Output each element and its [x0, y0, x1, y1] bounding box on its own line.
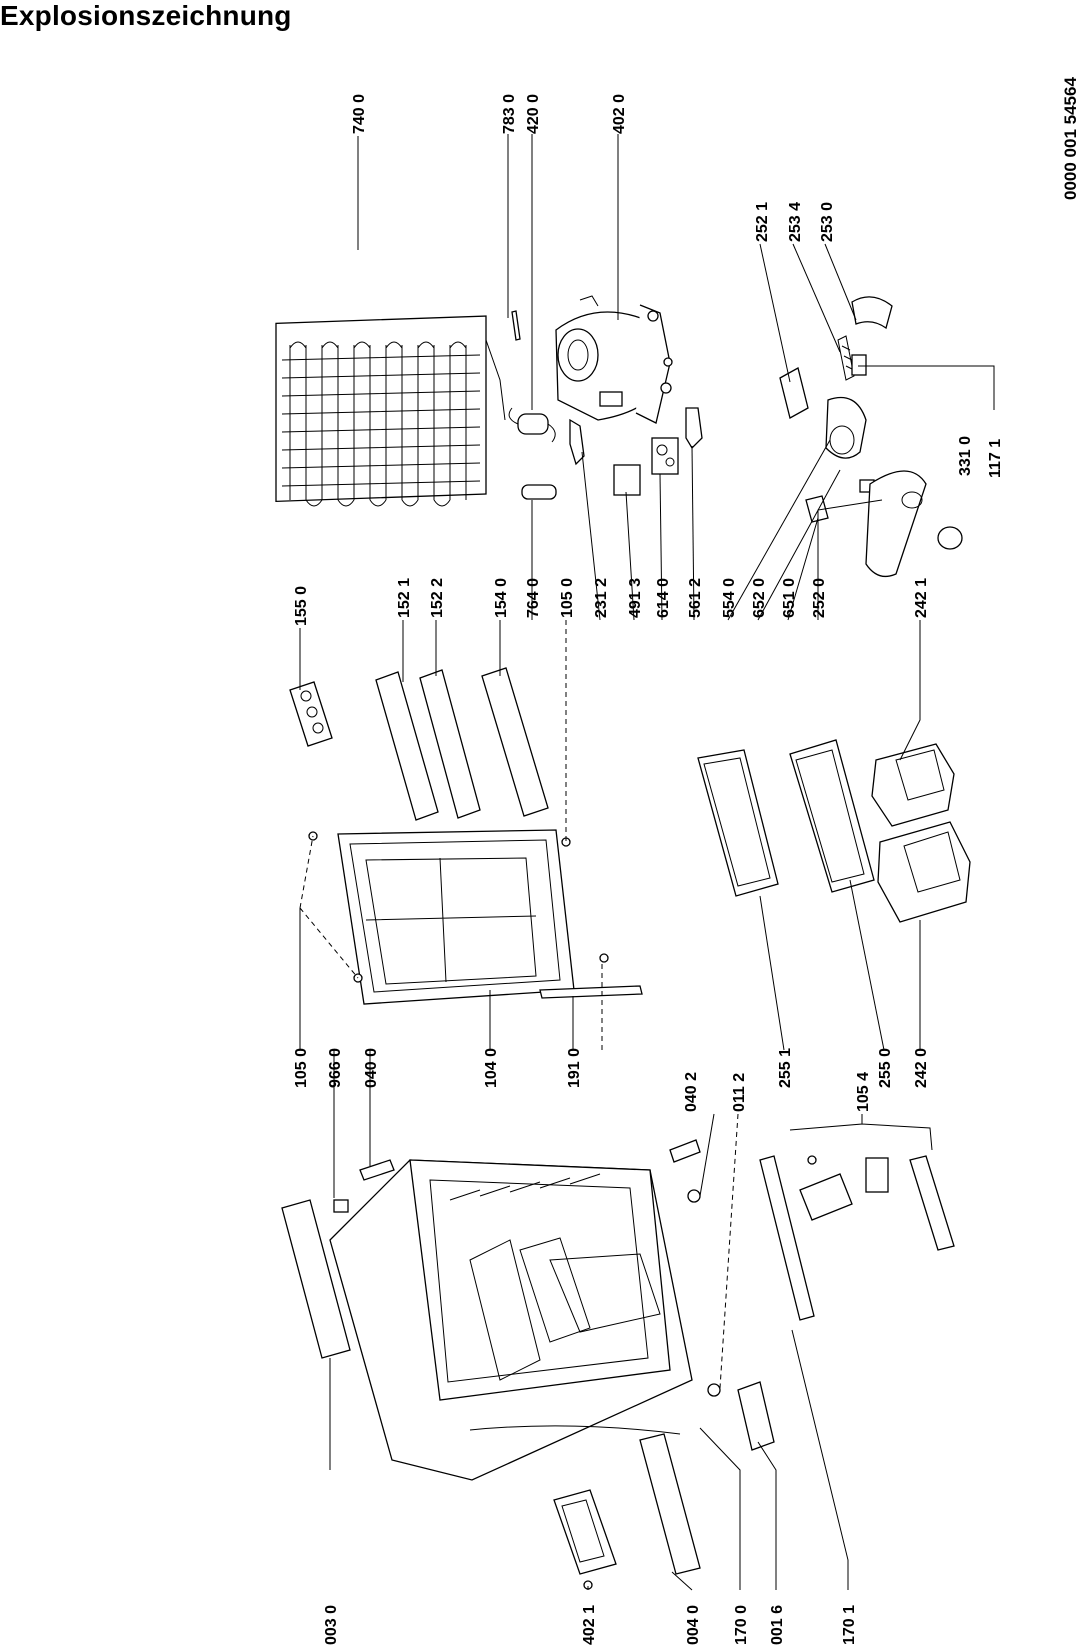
knob-drawing: [937, 526, 963, 550]
fan-motor-drawing: [825, 396, 867, 459]
bracket-drawing: [569, 418, 585, 466]
filter-dryer-drawing: [508, 407, 556, 443]
label-152-2: 152 2: [429, 578, 446, 618]
hinge-040-drawing: [359, 1159, 395, 1181]
clip-drawing: [685, 407, 703, 450]
label-491-3: 491 3: [627, 578, 644, 618]
label-152-1: 152 1: [396, 578, 413, 618]
label-402-1: 402 1: [581, 1605, 598, 1645]
label-331-0: 331 0: [957, 436, 974, 476]
label-242-0: 242 0: [913, 1048, 930, 1088]
cover-drawing: [779, 367, 809, 419]
cabinet-drawing: [329, 1159, 693, 1481]
label-554-0: 554 0: [721, 578, 738, 618]
label-105-4: 105 4: [855, 1072, 872, 1112]
label-105-0b: 105 0: [293, 1048, 310, 1088]
label-155-0: 155 0: [293, 586, 310, 626]
crisper-1-drawing: [871, 743, 955, 827]
drip-tray-drawing: [553, 1489, 617, 1575]
thermostat-drawing: [651, 437, 679, 475]
foot-drawing: [707, 1383, 721, 1397]
relay-drawing: [613, 464, 641, 496]
label-231-2: 231 2: [593, 578, 610, 618]
hinge-set-drawing: [799, 1155, 955, 1251]
label-001-6: 001 6: [769, 1605, 786, 1645]
label-255-0: 255 0: [877, 1048, 894, 1088]
foot-drawing: [687, 1189, 701, 1203]
label-651-0: 651 0: [781, 578, 798, 618]
label-104-0: 104 0: [483, 1048, 500, 1088]
label-740-0: 740 0: [351, 94, 368, 134]
cover-plate-drawing: [281, 1199, 351, 1359]
glass-shelf-2-drawing: [789, 739, 875, 893]
label-004-0: 004 0: [685, 1605, 702, 1645]
label-253-0: 253 0: [819, 202, 836, 242]
cap-drawing: [851, 296, 893, 330]
label-252-1: 252 1: [754, 202, 771, 242]
leader-lines: [299, 134, 995, 1591]
spring-drawing: [837, 335, 855, 381]
label-764-0: 764 0: [525, 578, 542, 618]
label-011-2: 011 2: [731, 1073, 748, 1112]
bottle-shelf-drawing: [481, 667, 549, 817]
spring-holder-drawing: [851, 354, 867, 376]
door-shelf-2-drawing: [419, 669, 481, 819]
label-783-0: 783 0: [501, 94, 518, 134]
door-shelf-1-drawing: [375, 671, 439, 821]
label-003-0: 003 0: [323, 1605, 340, 1645]
label-040-2: 040 2: [683, 1072, 700, 1112]
label-154-0: 154 0: [493, 578, 510, 618]
capillary-part-drawing: [521, 484, 557, 500]
screw-drawing: [599, 953, 609, 963]
document-number: 0000 001 54564: [1061, 77, 1080, 200]
clip-966-drawing: [333, 1199, 349, 1213]
hinge-0402-drawing: [669, 1139, 701, 1163]
page-title: Explosionszeichnung: [0, 0, 292, 31]
label-652-0: 652 0: [751, 578, 768, 618]
compressor-drawing: [555, 295, 673, 424]
condenser-drawing: [275, 315, 506, 507]
label-252-0: 252 0: [811, 578, 828, 618]
label-614-0: 614 0: [655, 578, 672, 618]
seal-strip-drawing: [539, 985, 643, 999]
label-170-1: 170 1: [841, 1605, 858, 1645]
bracket-0016-drawing: [737, 1381, 775, 1451]
label-040-0: 040 0: [363, 1048, 380, 1088]
label-117-1: 117 1: [987, 439, 1004, 478]
base-rail-drawing: [639, 1433, 701, 1575]
door-drawing: [337, 829, 575, 1005]
label-402-0: 402 0: [611, 94, 628, 134]
label-253-4: 253 4: [787, 202, 804, 242]
glass-shelf-1-drawing: [697, 749, 779, 897]
label-561-2: 561 2: [687, 578, 704, 618]
label-191-0: 191 0: [566, 1048, 583, 1088]
egg-tray-drawing: [289, 681, 333, 747]
pipe-drawing: [511, 310, 521, 341]
label-170-0: 170 0: [733, 1605, 750, 1645]
label-966-0: 966 0: [327, 1048, 344, 1088]
label-105-0: 105 0: [559, 578, 576, 618]
label-242-1: 242 1: [913, 578, 930, 618]
label-420-0: 420 0: [525, 94, 542, 134]
lamp-housing-drawing: [865, 470, 927, 578]
crisper-2-drawing: [877, 821, 971, 923]
trim-strip-drawing: [759, 1155, 815, 1321]
label-255-1: 255 1: [777, 1048, 794, 1088]
